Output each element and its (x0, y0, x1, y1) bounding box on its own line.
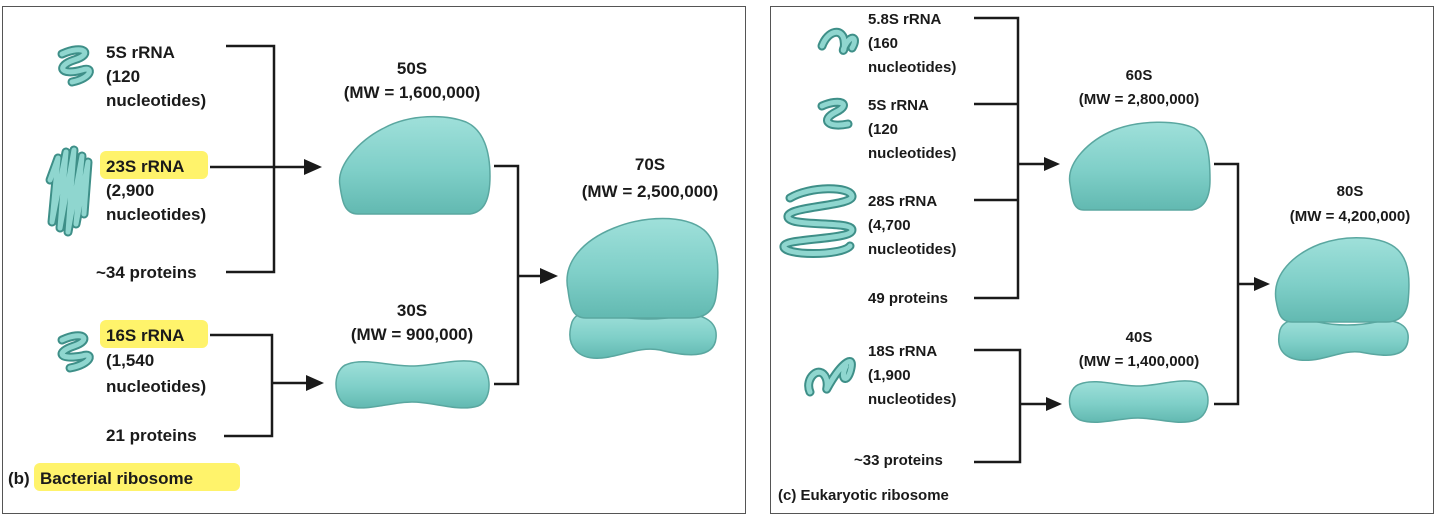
arrow-to-50s (304, 159, 322, 175)
rna-58s-name: 5.8S rRNA (868, 11, 942, 28)
whole-name-c: 80S (1337, 183, 1364, 200)
rna-58s-unit: nucleotides) (868, 59, 956, 76)
rna-5s-euk-unit: nucleotides) (868, 145, 956, 162)
rna-5s-euk-size: (120 (868, 121, 898, 138)
caption-prefix-b: (b) (8, 469, 30, 488)
bracket-large-b (226, 44, 276, 274)
subunit-30s (335, 360, 490, 409)
rna-18s-name: 18S rRNA (868, 343, 937, 360)
rna-5s-euk-name: 5S rRNA (868, 97, 929, 114)
rna-5s-size: (120 (106, 67, 140, 86)
highlight-caption-b (34, 463, 240, 491)
highlight-23s (100, 151, 208, 179)
small-subunit-mw-b: (MW = 900,000) (351, 325, 473, 344)
rna-23s-squiggle-icon (45, 145, 93, 237)
rna-23s-unit: nucleotides) (106, 205, 206, 224)
rna-28s-size: (4,700 (868, 217, 911, 234)
proteins-small-b: 21 proteins (106, 426, 197, 445)
large-subunit-mw-b: (MW = 1,600,000) (344, 83, 481, 102)
subunit-80s-large (1274, 237, 1410, 323)
rna-16s-size: (1,540 (106, 351, 154, 370)
subunit-70s-large (566, 217, 719, 319)
rna-18s-size: (1,900 (868, 367, 911, 384)
bracket-small-c (974, 348, 1022, 464)
rna-23s-name: 23S rRNA (106, 157, 184, 176)
whole-mw-b: (MW = 2,500,000) (582, 182, 719, 201)
whole-name-b: 70S (635, 155, 665, 174)
subunit-70s-small (569, 311, 717, 359)
highlight-16s (100, 320, 208, 348)
proteins-small-c: ~33 proteins (854, 452, 943, 469)
rna-5s-unit: nucleotides) (106, 91, 206, 110)
small-subunit-name-c: 40S (1126, 329, 1153, 346)
rna-58s-squiggle-icon (817, 27, 859, 55)
whole-mw-c: (MW = 4,200,000) (1290, 208, 1410, 225)
bracket-combine-b (494, 164, 520, 386)
large-subunit-mw-c: (MW = 2,800,000) (1079, 91, 1199, 108)
rna-28s-squiggle-icon (779, 184, 857, 258)
caption-b: Bacterial ribosome (40, 469, 193, 488)
large-subunit-name-b: 50S (397, 59, 427, 78)
arrow-to-60s (1044, 157, 1060, 171)
rna-18s-squiggle-icon (804, 357, 856, 397)
rna-18s-unit: nucleotides) (868, 391, 956, 408)
proteins-large-b: ~34 proteins (96, 263, 197, 282)
small-subunit-name-b: 30S (397, 301, 427, 320)
bracket-small-b (210, 333, 274, 438)
subunit-60s (1068, 121, 1211, 211)
arrow-to-40s (1046, 397, 1062, 411)
rna-5s-name: 5S rRNA (106, 43, 175, 62)
caption-c: (c) Eukaryotic ribosome (778, 487, 949, 504)
rna-28s-name: 28S rRNA (868, 193, 937, 210)
small-subunit-mw-c: (MW = 1,400,000) (1079, 353, 1199, 370)
rna-16s-unit: nucleotides) (106, 377, 206, 396)
rna-23s-size: (2,900 (106, 181, 154, 200)
arrow-to-30s (306, 375, 324, 391)
rna-28s-unit: nucleotides) (868, 241, 956, 258)
bracket-large-c (974, 16, 1020, 300)
rna-16s-squiggle-icon (57, 331, 94, 373)
subunit-80s-small (1278, 318, 1409, 362)
large-subunit-name-c: 60S (1126, 67, 1153, 84)
bracket-combine-c (1214, 162, 1240, 406)
rna-16s-name: 16S rRNA (106, 326, 184, 345)
subunit-50s (338, 115, 491, 215)
subunit-40s (1068, 380, 1209, 423)
rna-5s-euk-squiggle-icon (817, 97, 853, 130)
arrow-to-80s (1254, 277, 1270, 291)
arrow-to-70s (540, 268, 558, 284)
rna-5s-squiggle-icon (57, 45, 94, 87)
rna-58s-size: (160 (868, 35, 898, 52)
proteins-large-c: 49 proteins (868, 290, 948, 307)
